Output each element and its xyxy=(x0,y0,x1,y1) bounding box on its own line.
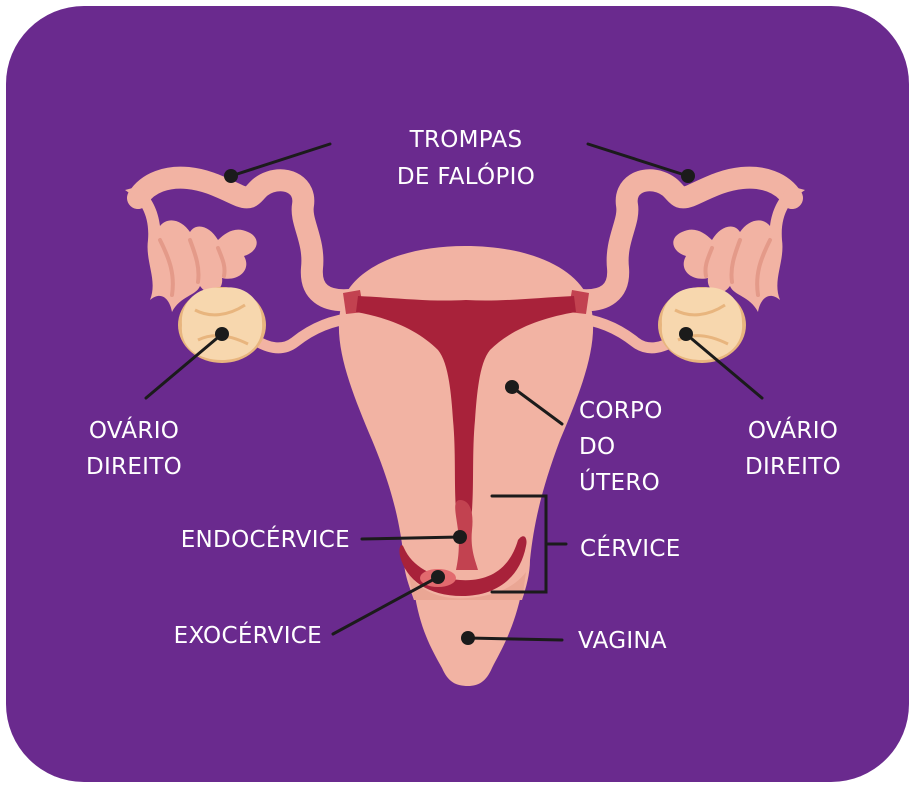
dot-vagina xyxy=(461,631,475,645)
dot-ovary-left xyxy=(215,327,229,341)
diagram-card: TROMPAS DE FALÓPIO OVÁRIO DIREITO OVÁRIO… xyxy=(6,6,909,782)
dot-exocervix xyxy=(431,570,445,584)
label-fallopian-line2: DE FALÓPIO xyxy=(397,162,535,190)
dot-ovary-right xyxy=(679,327,693,341)
label-exocervix: EXOCÉRVICE xyxy=(174,621,322,649)
dot-uterus-body xyxy=(505,380,519,394)
uterus-diagram: TROMPAS DE FALÓPIO OVÁRIO DIREITO OVÁRIO… xyxy=(6,6,909,782)
dot-endocervix xyxy=(453,530,467,544)
right-ovary xyxy=(658,287,746,363)
label-ovary-right-line2: DIREITO xyxy=(745,454,841,480)
label-uterus-body-line2: DO xyxy=(579,434,615,460)
label-ovary-right-line1: OVÁRIO xyxy=(748,416,838,444)
label-fallopian-line1: TROMPAS xyxy=(409,127,523,153)
label-ovary-left-line2: DIREITO xyxy=(86,454,182,480)
leader-endocervix xyxy=(362,537,460,539)
dot-fallopian-right xyxy=(681,169,695,183)
label-endocervix: ENDOCÉRVICE xyxy=(181,525,350,553)
dot-fallopian-left xyxy=(224,169,238,183)
label-vagina: VAGINA xyxy=(578,628,667,654)
leader-vagina xyxy=(468,638,562,640)
left-ovary xyxy=(178,287,266,363)
label-uterus-body-line3: ÚTERO xyxy=(579,468,660,496)
label-uterus-body-line1: CORPO xyxy=(579,398,663,424)
label-ovary-left-line1: OVÁRIO xyxy=(89,416,179,444)
label-cervix: CÉRVICE xyxy=(580,534,681,562)
